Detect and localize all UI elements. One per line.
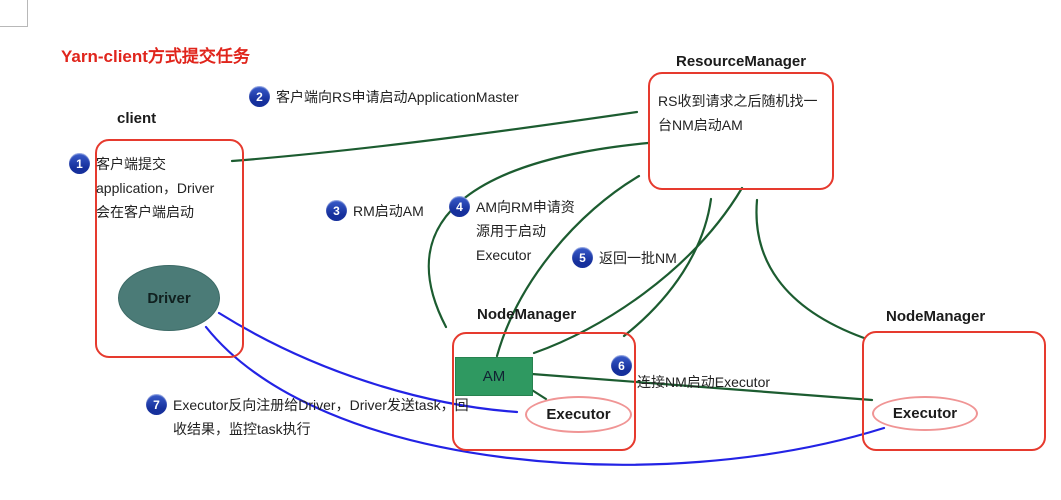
step-1-badge: 1	[69, 153, 90, 174]
arrow-client-to-rm	[230, 110, 639, 163]
step-7: 7 Executor反向注册给Driver，Driver发送task，回收结果，…	[146, 394, 469, 442]
step-1-text: 客户端提交application，Driver会在客户端启动	[96, 156, 215, 220]
resource-manager-body: RS收到请求之后随机找一台NM启动AM	[658, 93, 818, 133]
client-node-label: client	[117, 110, 157, 127]
window-corner-box	[0, 0, 28, 27]
arrow-nm-right-to-rm	[755, 198, 866, 340]
driver-label: Driver	[147, 289, 191, 307]
step-6-text: 连接NM启动Executor	[637, 374, 771, 390]
node-manager-center-label: NodeManager	[477, 306, 577, 323]
step-5: 5 返回一批NM	[572, 247, 677, 271]
step-3-text: RM启动AM	[353, 203, 424, 219]
step-5-badge: 5	[572, 247, 593, 268]
executor-right-label: Executor	[892, 405, 958, 422]
resource-manager-label: ResourceManager	[676, 53, 807, 70]
client-node-box	[95, 139, 244, 358]
node-manager-right-box	[862, 331, 1046, 451]
driver-ellipse: Driver	[118, 265, 220, 331]
step-1: 1 客户端提交application，Driver会在客户端启动	[69, 153, 227, 224]
node-manager-right-label: NodeManager	[886, 308, 986, 325]
am-box: AM	[455, 357, 533, 396]
am-label: AM	[482, 368, 506, 385]
step-3-badge: 3	[326, 200, 347, 221]
step-3: 3 RM启动AM	[326, 200, 424, 224]
step-5-text: 返回一批NM	[599, 250, 677, 266]
step-4-text: AM向RM申请资源用于启动Executor	[476, 199, 575, 263]
step-2: 2 客户端向RS申请启动ApplicationMaster	[249, 86, 519, 110]
step-2-badge: 2	[249, 86, 270, 107]
step-7-text: Executor反向注册给Driver，Driver发送task，回收结果，监控…	[173, 397, 469, 437]
step-7-badge: 7	[146, 394, 167, 415]
executor-right-ellipse: Executor	[872, 396, 978, 431]
step-4-badge: 4	[449, 196, 470, 217]
node-manager-center-box	[452, 332, 636, 451]
resource-manager-box	[648, 72, 834, 190]
step-2-text: 客户端向RS申请启动ApplicationMaster	[276, 89, 519, 105]
executor-center-ellipse: Executor	[525, 396, 632, 433]
executor-center-label: Executor	[546, 406, 611, 423]
step-4: 4 AM向RM申请资源用于启动Executor	[449, 196, 582, 267]
page-title: Yarn-client方式提交任务	[61, 47, 250, 66]
step-6-badge: 6	[611, 355, 632, 376]
